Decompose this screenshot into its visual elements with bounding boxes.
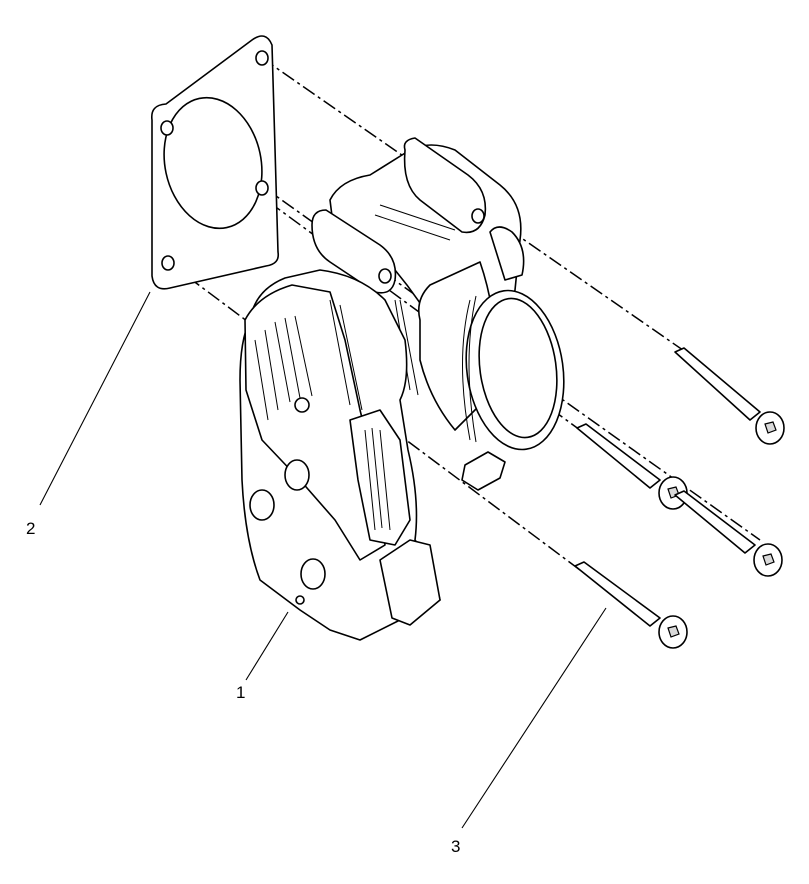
callout-2: 2 — [26, 519, 35, 538]
connector-block — [349, 409, 411, 546]
boss-hole-top — [471, 208, 485, 224]
callout-3: 3 — [451, 837, 460, 856]
bolts — [574, 347, 785, 649]
leader-line-2 — [39, 291, 151, 506]
bolt-2 — [576, 423, 688, 510]
mounting-boss-top — [403, 137, 487, 234]
gasket-hole-3 — [255, 180, 269, 196]
cover-boss-1 — [294, 397, 310, 413]
hose-clip — [461, 451, 506, 491]
gasket-plate — [150, 35, 280, 290]
leader-line-3 — [461, 607, 607, 829]
housing-detail-lines — [374, 204, 456, 396]
gasket-bore — [163, 96, 263, 230]
cover-boss-4 — [300, 558, 326, 590]
bolt-3 — [674, 490, 783, 577]
gasket-hole-1 — [255, 50, 269, 66]
throttle-body — [239, 137, 565, 641]
mounting-boss-left — [311, 209, 397, 294]
actuator-ribs — [254, 299, 363, 421]
gasket-hole-2 — [160, 120, 174, 136]
mounting-boss-right — [489, 226, 525, 281]
sensor-pod — [379, 539, 441, 626]
cover-boss-2 — [284, 459, 310, 491]
gasket-hole-4 — [161, 255, 175, 271]
cover-boss-3 — [249, 489, 275, 521]
bolt-1 — [674, 347, 785, 445]
leader-line-1 — [245, 611, 289, 681]
outlet-flange-inner — [478, 297, 558, 439]
flange-rim-lines — [462, 295, 477, 443]
actuator-frame — [244, 284, 386, 561]
callout-1: 1 — [236, 683, 245, 702]
gasket — [150, 35, 280, 290]
cover-boss-5 — [295, 595, 305, 605]
connector-pins — [364, 427, 391, 531]
leader-lines — [39, 291, 607, 829]
bolt-4 — [574, 561, 688, 649]
boss-hole-left — [378, 268, 392, 284]
